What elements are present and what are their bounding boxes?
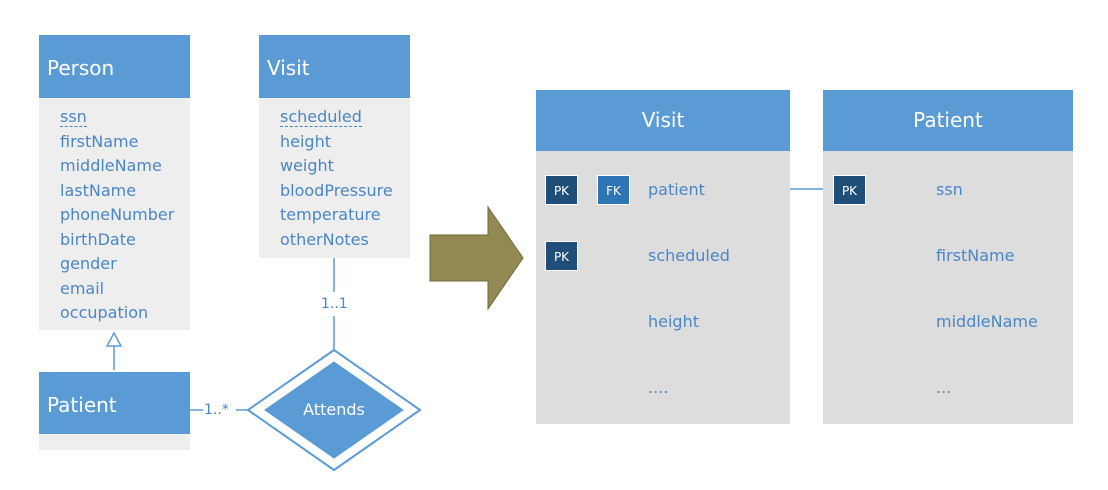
patient-table-header: Patient: [823, 90, 1073, 151]
visit-class-header: Visit: [259, 35, 410, 98]
attends-relationship-label: Attends: [303, 400, 365, 419]
visit-attribute: scheduled: [280, 105, 410, 130]
patient-class-body: [39, 434, 190, 450]
person-attribute: phoneNumber: [60, 205, 175, 224]
person-attribute: occupation: [60, 303, 149, 322]
patient-table-title: Patient: [913, 108, 983, 132]
transform-arrow-icon: [429, 205, 524, 311]
generalization-arrowhead-icon: [105, 331, 123, 347]
patient-table-field: ...: [936, 378, 952, 397]
person-attribute: birthDate: [60, 229, 136, 249]
person-attribute: email: [60, 278, 105, 298]
visit-attribute: height: [280, 131, 331, 151]
foreign-key-badge: FK: [597, 175, 630, 205]
patient-multiplicity-label: 1..*: [204, 402, 229, 418]
person-class-title: Person: [47, 56, 115, 80]
visit-table-field: height: [648, 312, 699, 331]
attends-diamond-inner: [264, 361, 404, 459]
person-attribute: ssn: [60, 105, 190, 130]
patient-table-body: PK ssn firstName middleName ...: [823, 151, 1073, 424]
visit-attribute: bloodPressure: [280, 180, 393, 200]
visit-class-title: Visit: [267, 56, 310, 80]
visit-attribute-list: scheduled height weight bloodPressure te…: [259, 98, 410, 252]
visit-attribute: weight: [280, 156, 334, 175]
visit-class-body: scheduled height weight bloodPressure te…: [259, 98, 410, 258]
person-class-body: ssn firstName middleName lastName phoneN…: [39, 98, 190, 330]
person-attribute: lastName: [60, 180, 137, 200]
primary-key-badge: PK: [833, 175, 866, 205]
patient-class-header: Patient: [39, 372, 190, 434]
visit-attribute: temperature: [280, 205, 381, 224]
visit-table-field: ....: [648, 378, 669, 397]
person-class-header: Person: [39, 35, 190, 98]
visit-attribute: otherNotes: [280, 229, 369, 249]
visit-multiplicity-label: 1..1: [321, 296, 348, 312]
person-attribute: firstName: [60, 131, 139, 151]
visit-table-field: scheduled: [648, 246, 730, 265]
primary-key-badge: PK: [545, 175, 578, 205]
visit-table-field: patient: [648, 180, 705, 199]
person-attribute: middleName: [60, 156, 162, 175]
patient-class-title: Patient: [47, 393, 117, 417]
primary-key-badge: PK: [545, 241, 578, 271]
visit-table-title: Visit: [641, 108, 685, 132]
visit-table-body: PK FK patient PK scheduled height ....: [536, 151, 790, 424]
visit-table-header: Visit: [536, 90, 790, 151]
patient-table-field: middleName: [936, 312, 1038, 331]
person-key-attribute: ssn: [60, 107, 87, 127]
person-attribute: gender: [60, 254, 117, 273]
patient-table-field: firstName: [936, 246, 1015, 265]
person-attribute-list: ssn firstName middleName lastName phoneN…: [39, 98, 190, 326]
patient-table-field: ssn: [936, 180, 963, 199]
visit-key-attribute: scheduled: [280, 107, 362, 127]
